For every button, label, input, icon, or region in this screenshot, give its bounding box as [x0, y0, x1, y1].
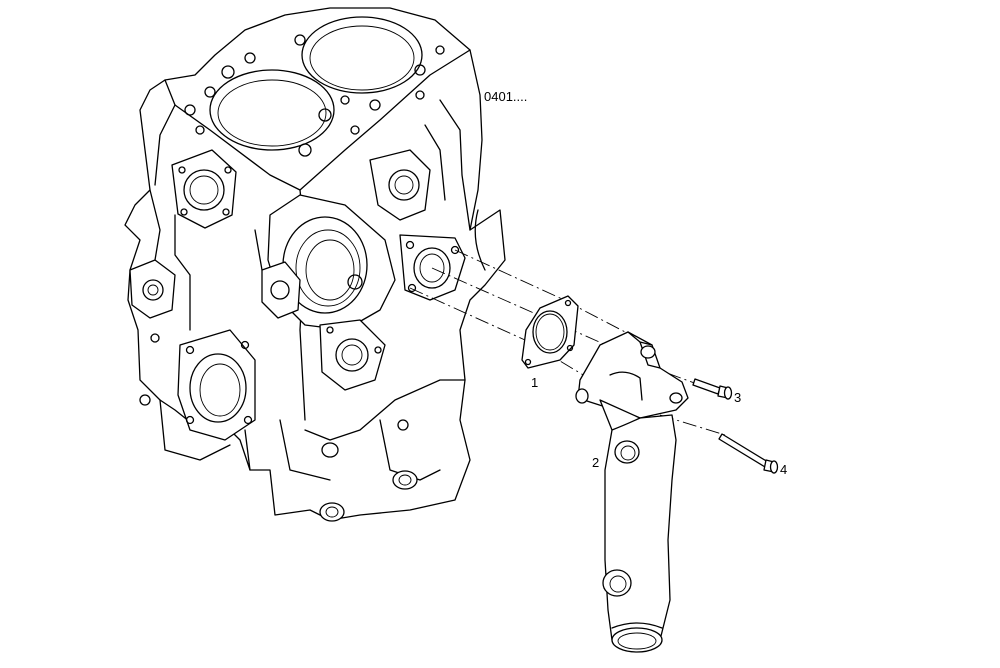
- long-bolt: [718, 433, 779, 474]
- engine-block: [124, 7, 506, 522]
- callout-4: 4: [780, 462, 787, 477]
- short-bolt: [692, 378, 733, 400]
- reference-code-label: 0401....: [484, 89, 527, 104]
- water-pipe: [575, 331, 689, 653]
- callout-2: 2: [592, 455, 599, 470]
- gasket: [521, 295, 579, 369]
- callout-3: 3: [734, 390, 741, 405]
- callout-1: 1: [531, 375, 538, 390]
